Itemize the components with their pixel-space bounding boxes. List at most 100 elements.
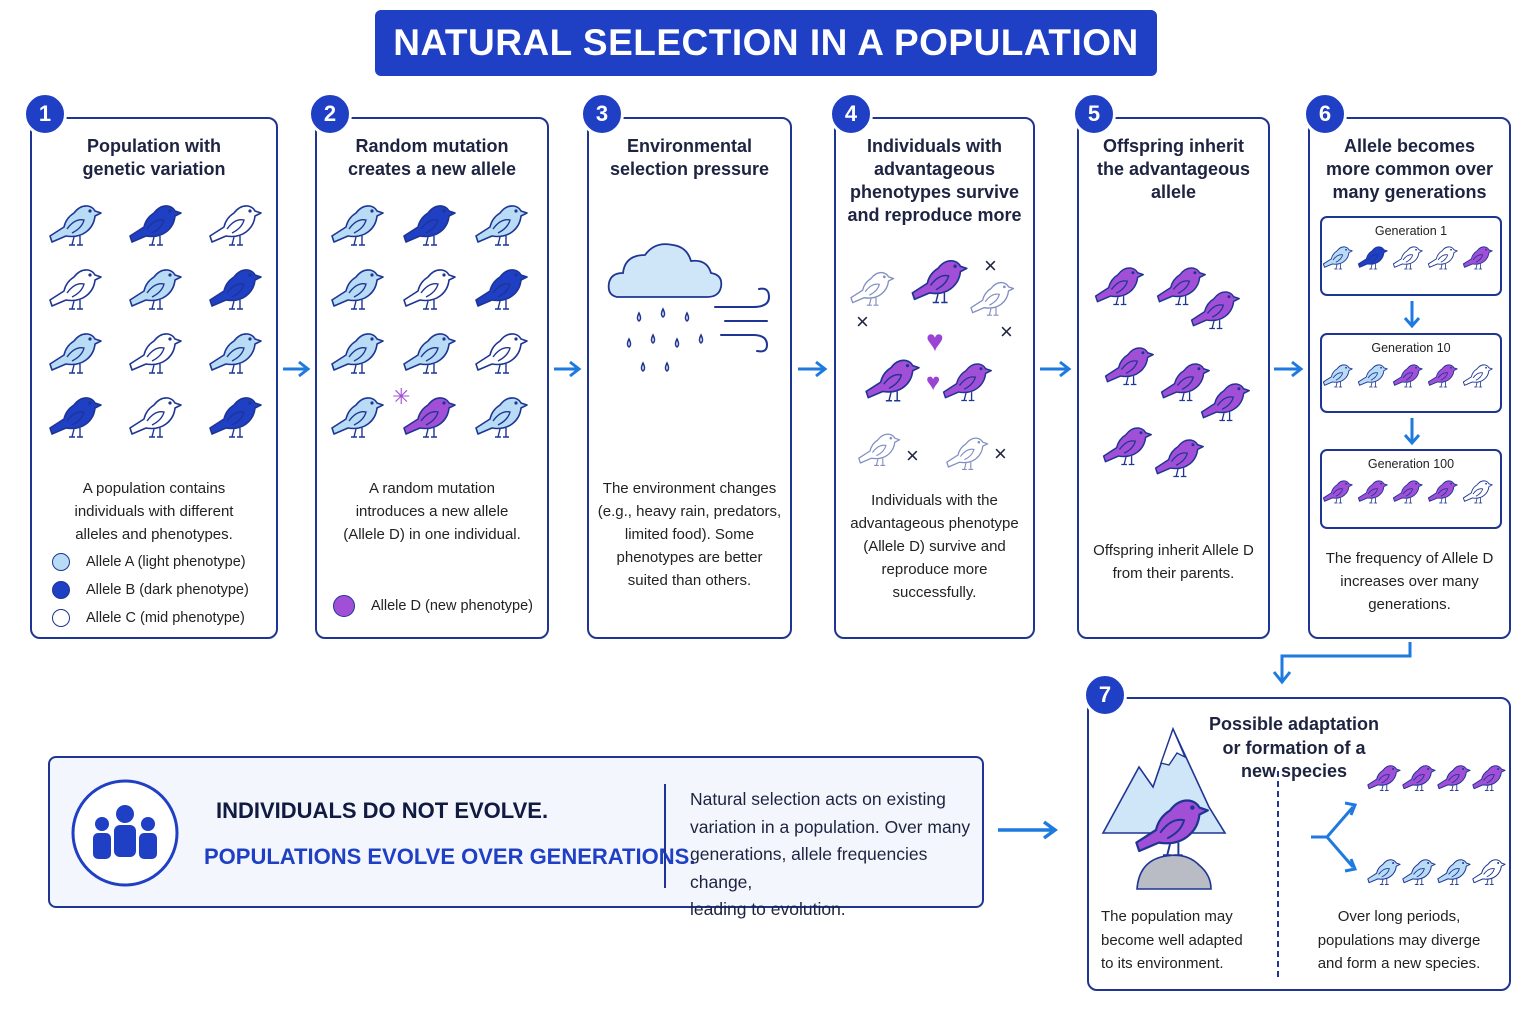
step-1-description: A population contains individuals with d…	[74, 480, 234, 543]
right-arrow-icon	[998, 820, 1058, 840]
bird-icon	[1460, 240, 1494, 272]
step-6-description: The frequency of Allele D increases over…	[1325, 550, 1494, 613]
legend-allele-a: Allele A (light phenotype)	[52, 553, 246, 571]
generation-100-box: Generation 100	[1320, 449, 1502, 529]
step-2-description: A random mutation introduces a new allel…	[343, 480, 521, 543]
bird-icon	[1128, 786, 1212, 860]
bird-icon	[1320, 358, 1354, 390]
step-7-right-text: Over long periods, populations may diver…	[1317, 908, 1481, 972]
divider-dashed	[1277, 771, 1281, 977]
bird-icon	[124, 260, 184, 312]
right-arrow-icon	[283, 360, 311, 378]
faded-bird-icon	[942, 430, 990, 472]
elbow-arrow-icon	[1272, 642, 1412, 685]
generation-label: Generation 10	[1371, 341, 1451, 355]
bird-icon	[938, 354, 994, 404]
bird-icon	[470, 260, 530, 312]
right-arrow-icon	[1040, 360, 1072, 378]
step-5-panel: Offspring inherit the advantageous allel…	[1077, 117, 1270, 639]
legend-label: Allele C (mid phenotype)	[86, 610, 245, 626]
step-1-badge: 1	[23, 92, 67, 136]
bird-icon	[398, 196, 458, 248]
step-7-badge: 7	[1083, 673, 1127, 717]
bird-icon	[204, 324, 264, 376]
down-arrow-icon	[1403, 301, 1421, 329]
bird-icon	[44, 260, 104, 312]
bird-icon	[1355, 240, 1389, 272]
cross-mark-icon: ×	[906, 443, 919, 468]
mid-phenotype-swatch	[52, 609, 70, 627]
bird-icon	[1399, 852, 1437, 888]
cross-mark-icon: ×	[856, 309, 869, 334]
bird-icon	[1469, 758, 1507, 794]
step-4-description: Individuals with the advantageous phenot…	[850, 492, 1019, 601]
bird-icon	[44, 388, 104, 440]
right-arrow-icon	[554, 360, 582, 378]
step-7-left-text: The population may become well adapted t…	[1101, 908, 1243, 972]
bird-icon	[1460, 474, 1494, 506]
heart-icon: ♥	[926, 369, 941, 396]
legend-label: Allele B (dark phenotype)	[86, 582, 249, 598]
bird-icon	[470, 196, 530, 248]
bird-icon	[1364, 852, 1402, 888]
step-6-badge: 6	[1303, 92, 1347, 136]
step-4-badge: 4	[829, 92, 873, 136]
generation-1-box: Generation 1	[1320, 216, 1502, 296]
branching-arrow-icon	[1311, 801, 1358, 873]
bird-icon	[204, 196, 264, 248]
bird-icon	[124, 388, 184, 440]
step-5-description: Offspring inherit Allele D from their pa…	[1093, 542, 1254, 582]
bird-icon	[1399, 758, 1437, 794]
step-3-title: Environmental selection pressure	[609, 136, 770, 179]
bird-icon	[1355, 358, 1389, 390]
step-6-title: Allele becomes more common over many gen…	[1325, 136, 1494, 202]
bird-icon	[1100, 338, 1156, 388]
bird-icon	[1425, 474, 1459, 506]
step-1-title: Population with genetic variation	[82, 136, 226, 179]
bird-icon	[326, 196, 386, 248]
down-arrow-icon	[1403, 418, 1421, 446]
bird-icon	[470, 324, 530, 376]
dark-phenotype-swatch	[52, 581, 70, 599]
bird-icon	[1390, 358, 1424, 390]
bird-icon	[326, 260, 386, 312]
bird-icon	[398, 324, 458, 376]
summary-divider	[664, 784, 666, 888]
bird-icon	[204, 260, 264, 312]
generation-10-box: Generation 10	[1320, 333, 1502, 413]
new-phenotype-swatch	[333, 595, 355, 617]
step-1-panel: Population with genetic variation A popu…	[30, 117, 278, 639]
legend-label: Allele A (light phenotype)	[86, 554, 246, 570]
step-3-badge: 3	[580, 92, 624, 136]
bird-icon	[326, 324, 386, 376]
bird-icon	[1320, 474, 1354, 506]
bird-icon	[1469, 852, 1507, 888]
generation-label: Generation 100	[1367, 457, 1455, 471]
bird-icon	[44, 324, 104, 376]
bird-icon	[906, 250, 970, 306]
summary-heading-1: INDIVIDUALS DO NOT EVOLVE.	[216, 798, 549, 823]
bird-icon	[326, 388, 386, 440]
mutation-sparkle-icon: ✳	[392, 384, 411, 409]
bird-icon	[124, 324, 184, 376]
rain-cloud-wind-icon	[607, 243, 771, 372]
legend-allele-c: Allele C (mid phenotype)	[52, 609, 245, 627]
faded-bird-icon	[854, 426, 902, 468]
population-group-icon	[71, 779, 179, 887]
bird-icon	[1150, 430, 1206, 480]
bird-icon	[1460, 358, 1494, 390]
legend-allele-d: Allele D (new phenotype)	[333, 595, 533, 617]
bird-icon	[1390, 240, 1424, 272]
step-3-description: The environment changes (e.g., heavy rai…	[597, 480, 782, 589]
bird-icon	[204, 388, 264, 440]
bird-icon	[398, 260, 458, 312]
step-2-title: Random mutation creates a new allele	[347, 136, 517, 179]
light-phenotype-swatch	[52, 553, 70, 571]
step-2-badge: 2	[308, 92, 352, 136]
summary-heading-2: POPULATIONS EVOLVE OVER GENERATIONS.	[204, 844, 696, 869]
bird-icon	[1434, 852, 1472, 888]
faded-bird-icon	[966, 274, 1016, 318]
step-5-badge: 5	[1072, 92, 1116, 136]
bird-icon	[124, 196, 184, 248]
bird-icon	[1196, 374, 1252, 424]
